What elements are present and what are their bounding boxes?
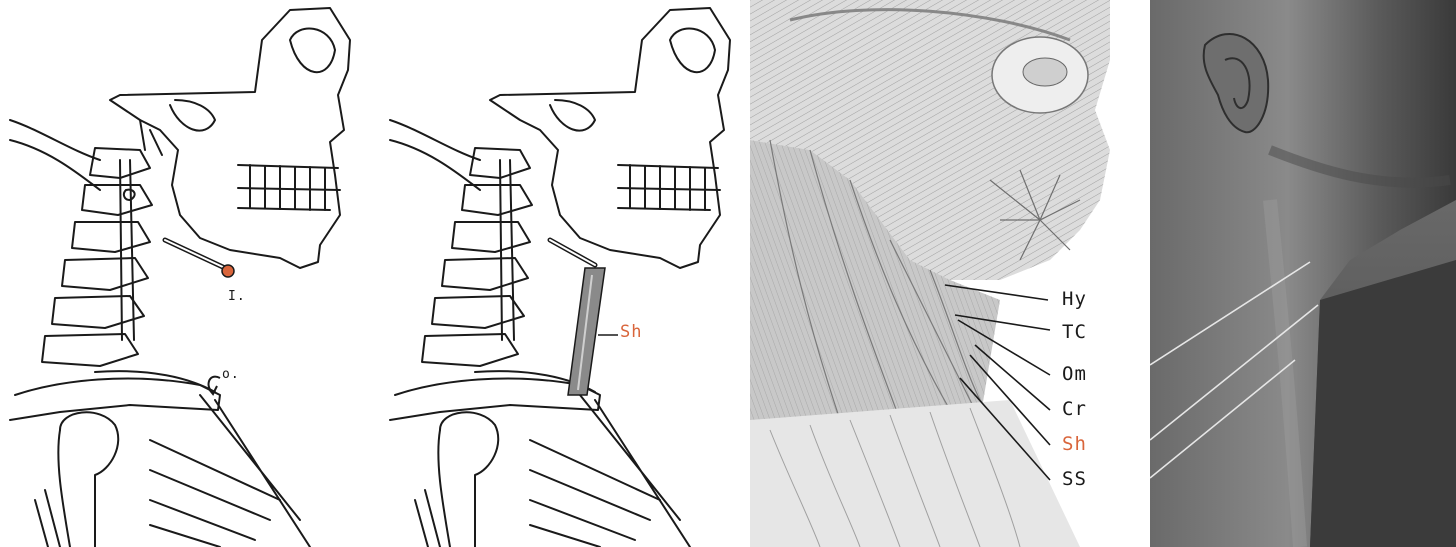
muscle-illustration	[750, 0, 1150, 547]
muscle-illustration-panel: Hy TC Om Cr Sh SS	[750, 0, 1150, 547]
label-cr: Cr	[1062, 400, 1087, 419]
skeleton-panel-insertion-origin: I. o.	[0, 0, 380, 547]
label-tc: TC	[1062, 323, 1087, 342]
insertion-label: I.	[228, 290, 246, 303]
skeleton-drawing	[0, 0, 380, 547]
label-sh: Sh	[1062, 435, 1087, 454]
muscle-bar	[550, 240, 618, 395]
label-ss: SS	[1062, 470, 1087, 489]
neck-photo	[1150, 0, 1456, 547]
skeleton-drawing-2	[380, 0, 750, 547]
label-om: Om	[1062, 365, 1087, 384]
origin-label: o.	[222, 368, 240, 381]
skeleton-panel-muscle: Sh	[380, 0, 750, 547]
label-hy: Hy	[1062, 290, 1087, 309]
muscle-label-sh: Sh	[620, 324, 642, 341]
insertion-marker	[165, 240, 234, 277]
neck-photo-panel	[1150, 0, 1456, 547]
